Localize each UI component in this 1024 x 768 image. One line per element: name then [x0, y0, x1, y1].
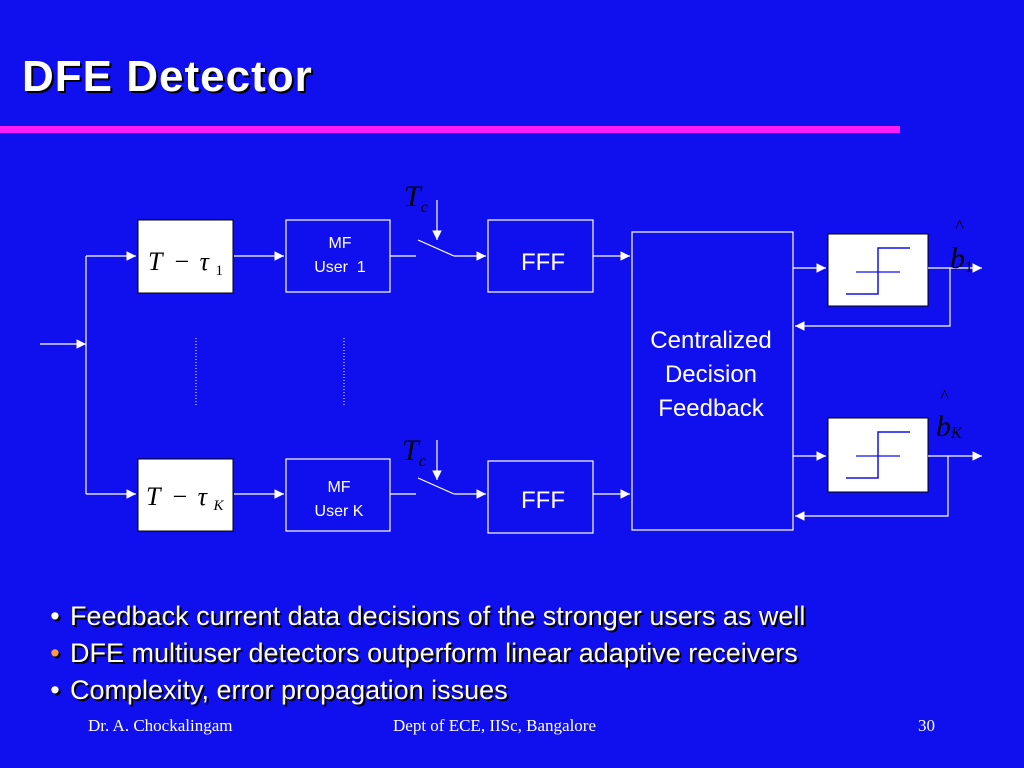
svg-text:T − τ K: T − τ K: [146, 482, 224, 514]
svg-text:FFF: FFF: [521, 249, 565, 276]
decision-device-top: [827, 233, 929, 307]
bullet-text: DFE multiuser detectors outperform linea…: [70, 638, 798, 668]
output-label-bk: ^ bK: [936, 386, 963, 443]
bullet-item: • Complexity, error propagation issues: [40, 672, 805, 709]
input-connector: [40, 251, 136, 499]
delay-block-user-k: T − τ K: [137, 458, 234, 532]
dfe-block-diagram: T − τ 1 T − τ K MF User 1 MF User K: [40, 180, 982, 534]
decision-device-bottom: [827, 417, 929, 493]
slide-title: DFE Detector: [22, 52, 313, 101]
bullet-marker: •: [50, 601, 60, 631]
mf-label-line2: User K: [315, 503, 364, 520]
footer-department: Dept of ECE, IISc, Bangalore: [393, 716, 596, 735]
svg-text:Feedback: Feedback: [658, 395, 764, 422]
sampler-label-top: Tc: [404, 180, 428, 216]
bullet-text: Feedback current data decisions of the s…: [70, 601, 806, 631]
svg-text:^: ^: [955, 216, 964, 236]
bullet-text: Complexity, error propagation issues: [70, 675, 508, 705]
bullet-item: • Feedback current data decisions of the …: [40, 598, 805, 635]
mf-label-line2: User 1: [314, 259, 366, 276]
fff-block-bottom: FFF: [487, 460, 594, 534]
mf-block-user-k: MF User K: [285, 458, 391, 532]
mf-label-line1: MF: [327, 479, 350, 496]
footer-author: Dr. A. Chockalingam: [88, 716, 233, 735]
sampler-switch-bottom: [390, 440, 486, 499]
sampler-switch-top: [390, 200, 486, 261]
bullet-marker: •: [50, 675, 60, 705]
footer-page-number: 30: [918, 716, 935, 735]
sampler-label-bottom: Tc: [402, 434, 426, 470]
delay-var: T: [146, 482, 162, 511]
delay-sub: 1: [215, 263, 223, 279]
delay-block-user-1: T − τ 1: [137, 219, 234, 294]
feedback-loop-bottom: [795, 456, 949, 521]
output-label-b1: ^ b1: [950, 216, 973, 276]
bullet-marker: •: [50, 638, 60, 668]
delay-sym: τ: [198, 482, 209, 511]
title-underline: [0, 126, 900, 133]
mf-block-user-1: MF User 1: [285, 219, 391, 293]
svg-text:FFF: FFF: [521, 487, 565, 514]
mf-label-line1: MF: [328, 235, 351, 252]
fff-block-top: FFF: [487, 219, 594, 293]
delay-op: −: [173, 482, 188, 511]
delay-sym: τ: [200, 247, 211, 276]
central-decision-feedback-block: Centralized Decision Feedback: [631, 231, 794, 531]
svg-text:Decision: Decision: [665, 361, 757, 388]
svg-text:b1: b1: [950, 242, 973, 276]
bullet-item: • DFE multiuser detectors outperform line…: [40, 635, 805, 672]
svg-text:Centralized: Centralized: [650, 327, 771, 354]
delay-sub: K: [212, 498, 224, 514]
svg-text:T − τ 1: T − τ 1: [148, 247, 223, 279]
svg-text:bK: bK: [936, 410, 963, 443]
bullet-list: • Feedback current data decisions of the …: [40, 598, 805, 709]
svg-text:^: ^: [940, 386, 949, 406]
delay-var: T: [148, 247, 164, 276]
delay-op: −: [175, 247, 190, 276]
feedback-loop-top: [795, 268, 951, 331]
